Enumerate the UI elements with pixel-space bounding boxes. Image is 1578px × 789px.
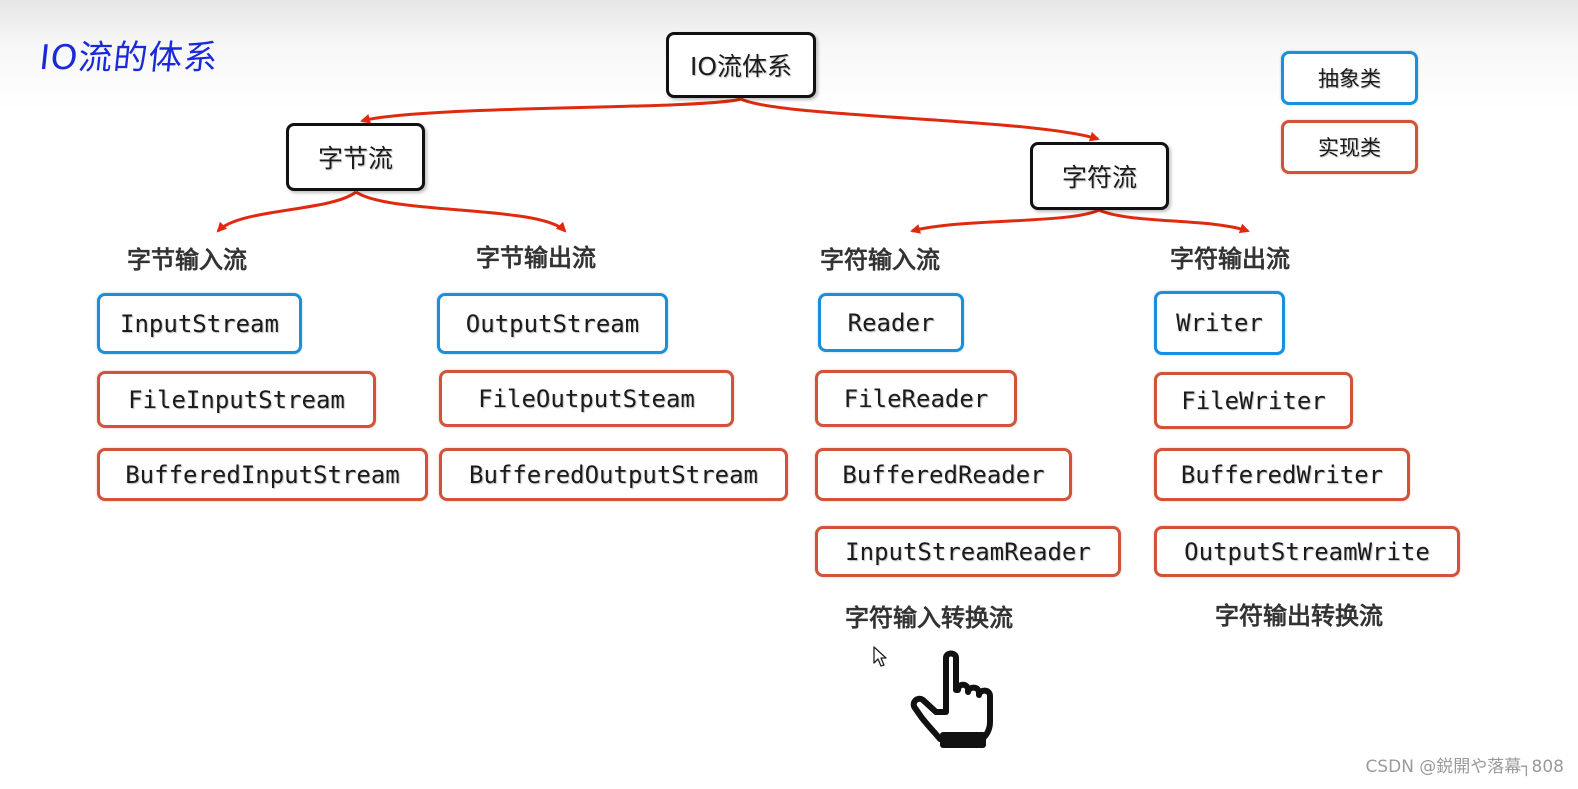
outputstream-box: OutputStream — [437, 293, 668, 354]
fileoutputsteam-box: FileOutputSteam — [439, 370, 734, 427]
arrow-root-to-byte — [360, 97, 742, 124]
bufferedreader-box: BufferedReader — [815, 448, 1072, 501]
root-node: IO流体系 — [666, 32, 816, 98]
char-output-conversion-label: 字符输出转换流 — [1215, 602, 1383, 630]
pointing-hand-icon — [910, 650, 993, 748]
bufferedinputstream-box: BufferedInputStream — [97, 448, 428, 501]
char-input-label: 字符输入流 — [820, 246, 940, 274]
outputstreamwrite-box: OutputStreamWrite — [1154, 526, 1460, 577]
mouse-pointer-icon — [873, 646, 887, 667]
char-stream-node: 字符流 — [1030, 142, 1169, 210]
arrow-char-to-input — [910, 208, 1100, 234]
reader-box: Reader — [818, 293, 964, 352]
char-output-label: 字符输出流 — [1170, 245, 1290, 273]
arrow-root-to-char — [740, 97, 1100, 142]
writer-box: Writer — [1154, 291, 1285, 355]
fileinputstream-box: FileInputStream — [97, 371, 376, 428]
inputstream-box: InputStream — [97, 293, 302, 354]
csdn-watermark: CSDN @鋭開や落幕┐808 — [1365, 757, 1564, 777]
legend-abstract: 抽象类 — [1281, 51, 1418, 105]
inputstreamreader-box: InputStreamReader — [815, 526, 1121, 577]
filereader-box: FileReader — [815, 370, 1017, 427]
bufferedwriter-box: BufferedWriter — [1154, 448, 1410, 501]
char-input-conversion-label: 字符输入转换流 — [845, 604, 1013, 632]
arrow-char-to-output — [1098, 208, 1250, 234]
bufferedoutputstream-box: BufferedOutputStream — [439, 448, 788, 501]
byte-stream-node: 字节流 — [286, 123, 425, 191]
byte-input-label: 字节输入流 — [127, 246, 247, 274]
arrow-byte-to-output — [355, 190, 567, 233]
legend-implementation: 实现类 — [1281, 120, 1418, 174]
filewriter-box: FileWriter — [1154, 372, 1353, 429]
byte-output-label: 字节输出流 — [476, 244, 596, 272]
arrow-byte-to-input — [216, 190, 357, 233]
